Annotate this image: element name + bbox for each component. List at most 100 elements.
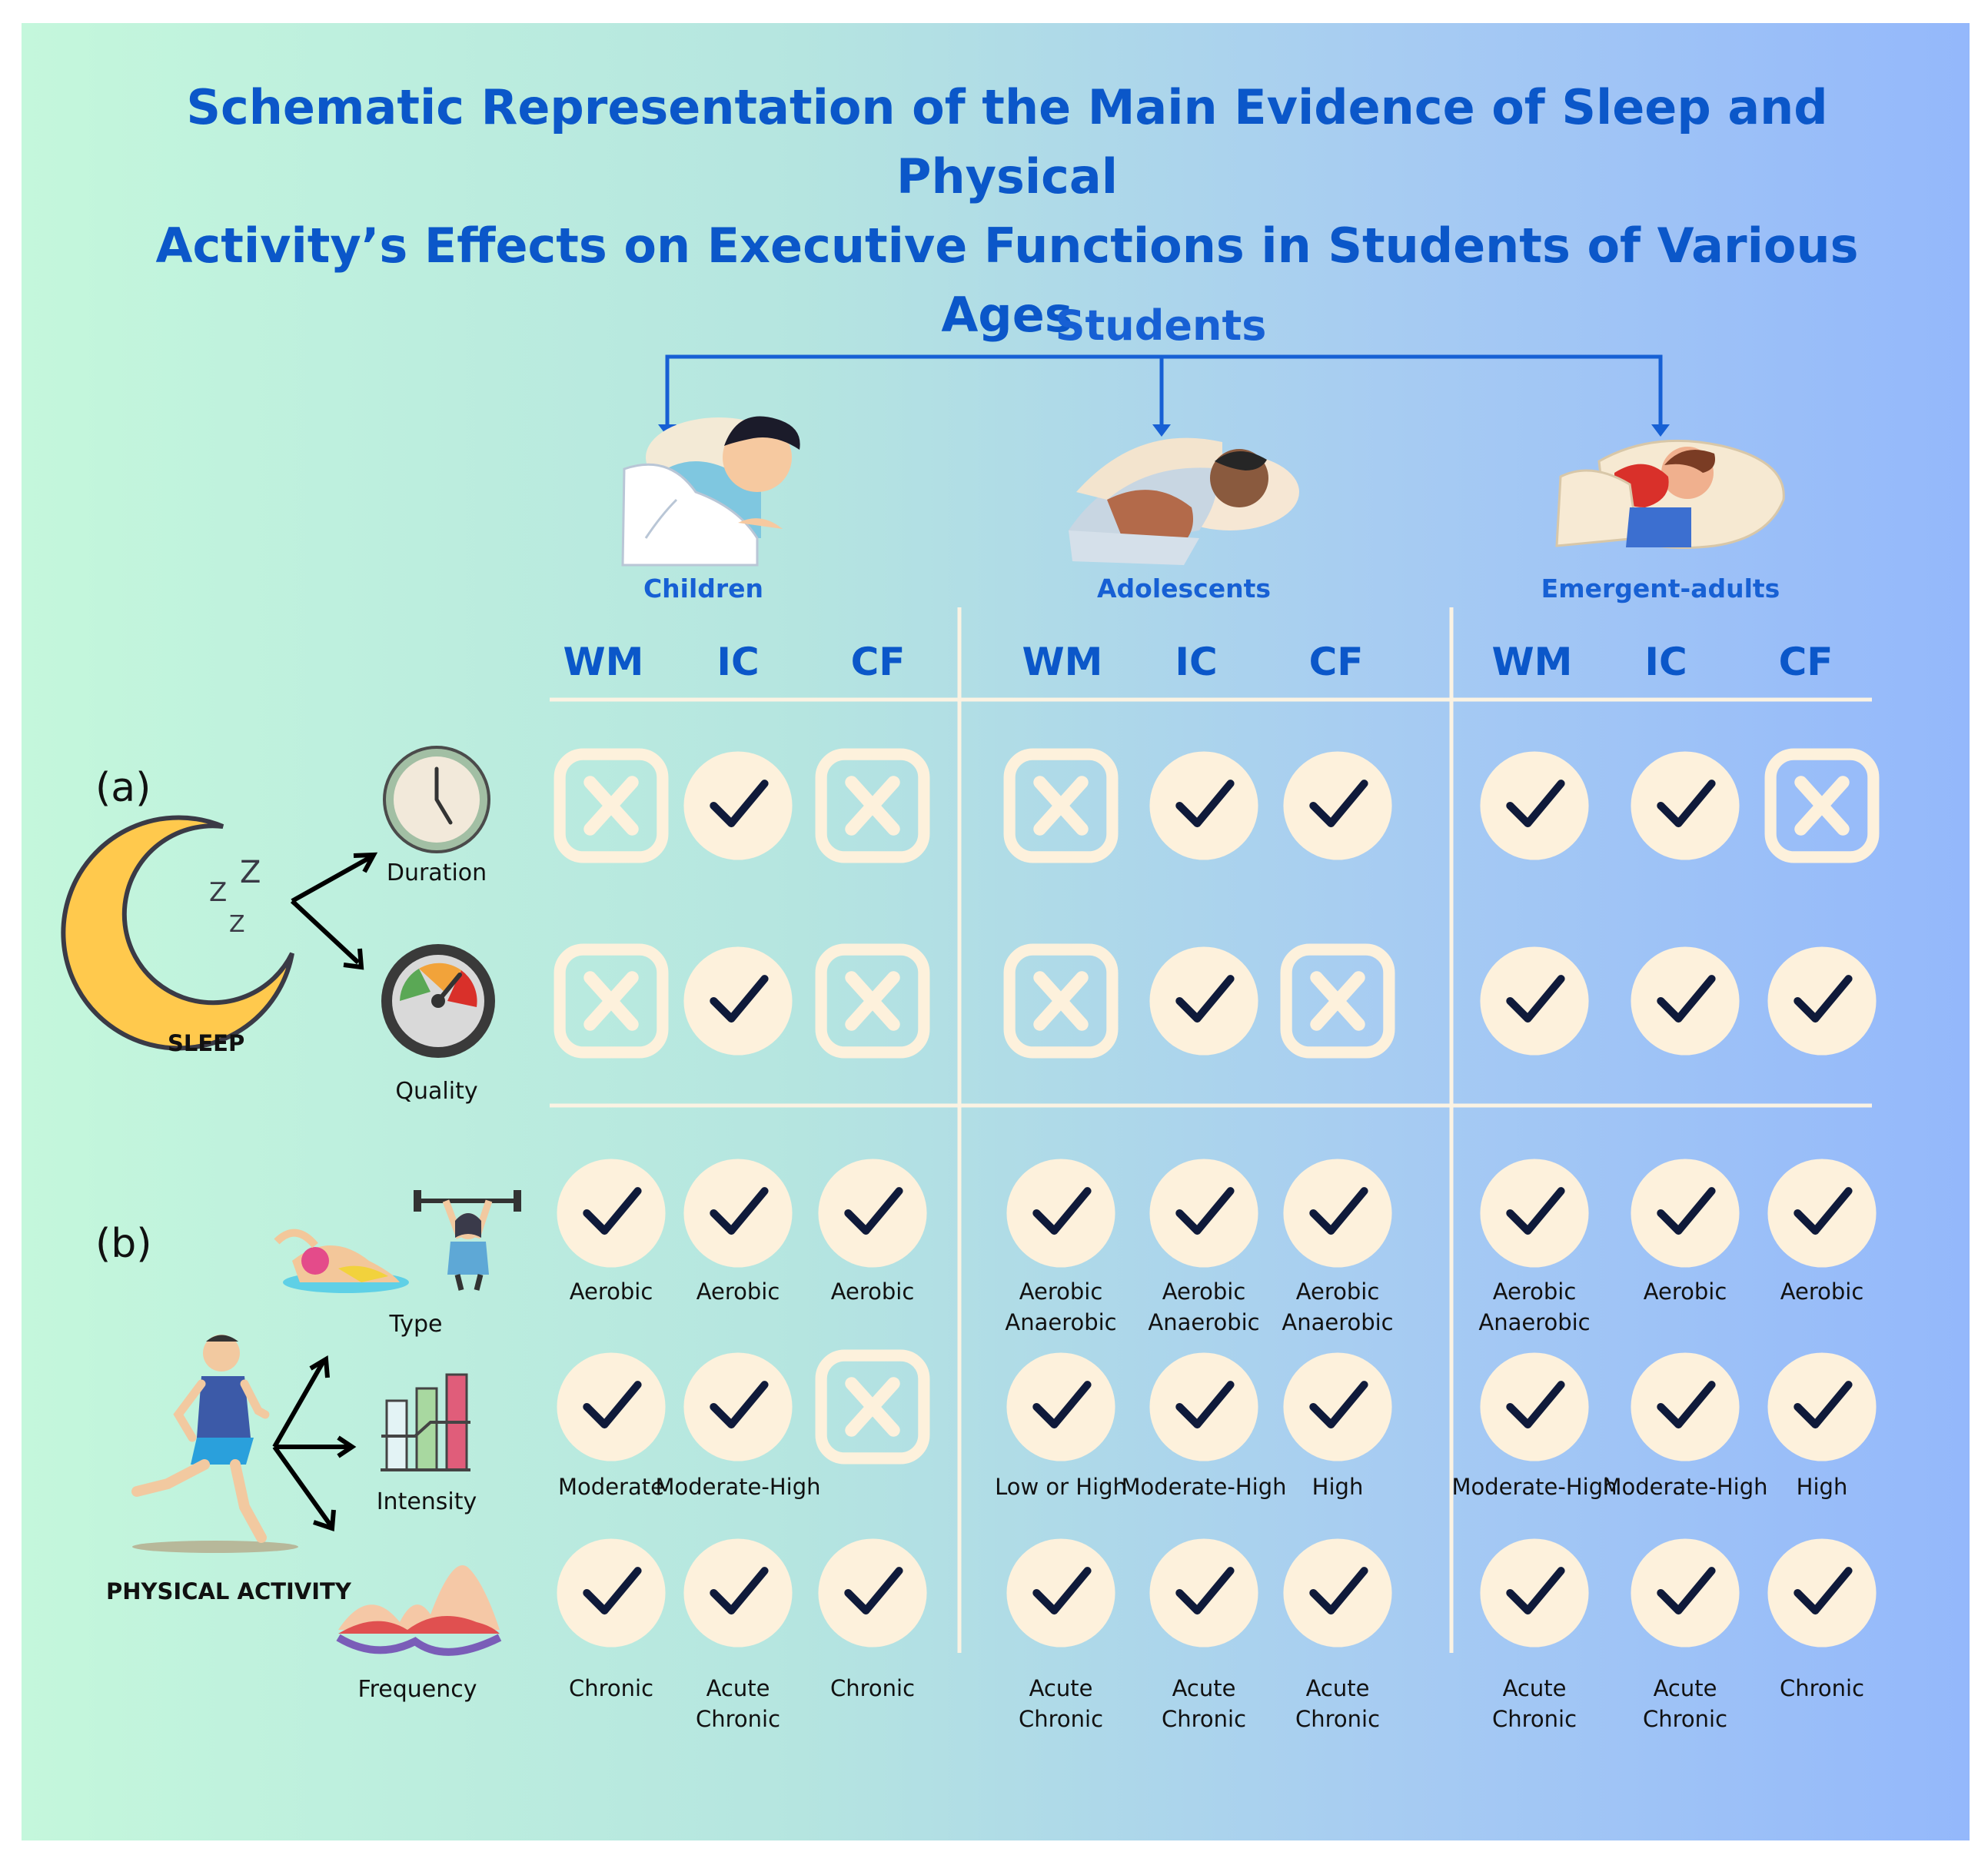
caption-line: Moderate-High bbox=[1121, 1474, 1287, 1500]
weightlifter-icon bbox=[414, 1190, 521, 1291]
cross-icon-intensity-2 bbox=[815, 1349, 930, 1465]
clock-icon bbox=[383, 746, 490, 853]
cross-icon-quality-0 bbox=[554, 943, 669, 1059]
check-icon-frequency-3 bbox=[1006, 1538, 1115, 1648]
caption-line: Chronic bbox=[568, 1675, 654, 1701]
check-icon-duration-6 bbox=[1480, 751, 1589, 860]
cross-icon-quality-5 bbox=[1280, 943, 1395, 1059]
duration-label: Duration bbox=[386, 860, 487, 886]
caption-type-7: Aerobic bbox=[1601, 1276, 1770, 1307]
caption-line: Chronic bbox=[1018, 1706, 1104, 1732]
caption-intensity-0: Moderate bbox=[527, 1471, 696, 1502]
caption-line: High bbox=[1311, 1474, 1364, 1500]
title-line-1: Schematic Representation of the Main Evi… bbox=[186, 79, 1828, 204]
grid-lines bbox=[550, 607, 1872, 1653]
check-icon-frequency-5 bbox=[1283, 1538, 1392, 1648]
check-icon-frequency-4 bbox=[1149, 1538, 1258, 1648]
check-icon-intensity-8 bbox=[1767, 1352, 1877, 1461]
caption-type-2: Aerobic bbox=[788, 1276, 957, 1307]
caption-line: Moderate-High bbox=[655, 1474, 821, 1500]
caption-line: Aerobic bbox=[1019, 1278, 1103, 1305]
caption-intensity-8: High bbox=[1737, 1471, 1907, 1502]
runner-icon bbox=[131, 1335, 298, 1553]
caption-intensity-3: Low or High bbox=[976, 1471, 1145, 1502]
physical-activity-label: PHYSICAL ACTIVITY bbox=[106, 1578, 351, 1604]
caption-line: Low or High bbox=[995, 1474, 1127, 1500]
caption-frequency-8: Chronic bbox=[1737, 1673, 1907, 1704]
caption-line: Chronic bbox=[1491, 1706, 1577, 1732]
ef-header-cf-children: CF bbox=[850, 640, 906, 684]
sleep-branch-arrows bbox=[290, 852, 378, 970]
bar-chart-icon bbox=[381, 1373, 470, 1471]
cross-icon-duration-3 bbox=[1003, 748, 1119, 863]
caption-type-1: Aerobic bbox=[653, 1276, 823, 1307]
check-icon-type-2 bbox=[818, 1159, 927, 1268]
page-title: Schematic Representation of the Main Evi… bbox=[92, 73, 1922, 350]
caption-line: Chronic bbox=[1642, 1706, 1728, 1732]
ef-header-cf-adolescents: CF bbox=[1308, 640, 1364, 684]
caption-line: Acute bbox=[1502, 1675, 1567, 1701]
ef-header-wm-children: WM bbox=[563, 640, 644, 684]
caption-line: Acute bbox=[1172, 1675, 1236, 1701]
cross-icon-duration-0 bbox=[554, 748, 669, 863]
background-panel bbox=[22, 23, 1970, 1840]
caption-intensity-5: High bbox=[1253, 1471, 1422, 1502]
caption-line: Acute bbox=[1653, 1675, 1717, 1701]
caption-line: Chronic bbox=[1779, 1675, 1865, 1701]
check-icon-type-5 bbox=[1283, 1159, 1392, 1268]
check-icon-frequency-7 bbox=[1631, 1538, 1740, 1648]
check-icon-intensity-4 bbox=[1149, 1352, 1258, 1461]
activity-branch-arrows bbox=[272, 1355, 357, 1532]
check-icon-type-0 bbox=[557, 1159, 666, 1268]
svg-text:Z: Z bbox=[209, 877, 227, 908]
sleeping-adolescent-illustration bbox=[1069, 437, 1299, 565]
caption-line: Aerobic bbox=[1162, 1278, 1246, 1305]
ef-header-ic-children: IC bbox=[716, 640, 760, 684]
check-icon-type-8 bbox=[1767, 1159, 1877, 1268]
caption-line: Aerobic bbox=[1295, 1278, 1380, 1305]
check-icon-duration-1 bbox=[683, 751, 793, 860]
ef-header-cf-adults: CF bbox=[1778, 640, 1833, 684]
check-icon-duration-4 bbox=[1149, 751, 1258, 860]
arrowhead-adolescents bbox=[1152, 424, 1171, 437]
check-icon-duration-7 bbox=[1631, 751, 1740, 860]
caption-line: Chronic bbox=[829, 1675, 916, 1701]
check-icon-quality-4 bbox=[1149, 946, 1258, 1056]
sleeping-adult-illustration bbox=[1555, 439, 1785, 549]
check-icon-quality-6 bbox=[1480, 946, 1589, 1056]
cross-icon-quality-2 bbox=[815, 943, 930, 1059]
moon-icon: Z Z Z bbox=[61, 815, 294, 1051]
tree-bracket bbox=[665, 354, 1663, 432]
caption-line: Anaerobic bbox=[1478, 1309, 1591, 1335]
caption-line: Acute bbox=[706, 1675, 770, 1701]
cross-icon-duration-2 bbox=[815, 748, 930, 863]
students-label: Students bbox=[1055, 301, 1267, 350]
caption-line: Acute bbox=[1305, 1675, 1370, 1701]
check-icon-type-3 bbox=[1006, 1159, 1115, 1268]
caption-line: Aerobic bbox=[696, 1278, 780, 1305]
ef-header-wm-adolescents: WM bbox=[1022, 640, 1103, 684]
check-icon-type-1 bbox=[683, 1159, 793, 1268]
cross-icon-quality-3 bbox=[1003, 943, 1119, 1059]
intensity-label: Intensity bbox=[376, 1488, 477, 1515]
caption-line: Moderate bbox=[558, 1474, 664, 1500]
ef-header-ic-adolescents: IC bbox=[1175, 640, 1218, 684]
caption-intensity-1: Moderate-High bbox=[653, 1471, 823, 1502]
group-label-children: Children bbox=[643, 574, 764, 603]
caption-type-8: Aerobic bbox=[1737, 1276, 1907, 1307]
caption-line: Chronic bbox=[1161, 1706, 1247, 1732]
sleep-label: SLEEP bbox=[168, 1030, 245, 1056]
check-icon-intensity-1 bbox=[683, 1352, 793, 1461]
caption-frequency-2: Chronic bbox=[788, 1673, 957, 1704]
title-line-2: Activity’s Effects on Executive Function… bbox=[155, 218, 1859, 343]
